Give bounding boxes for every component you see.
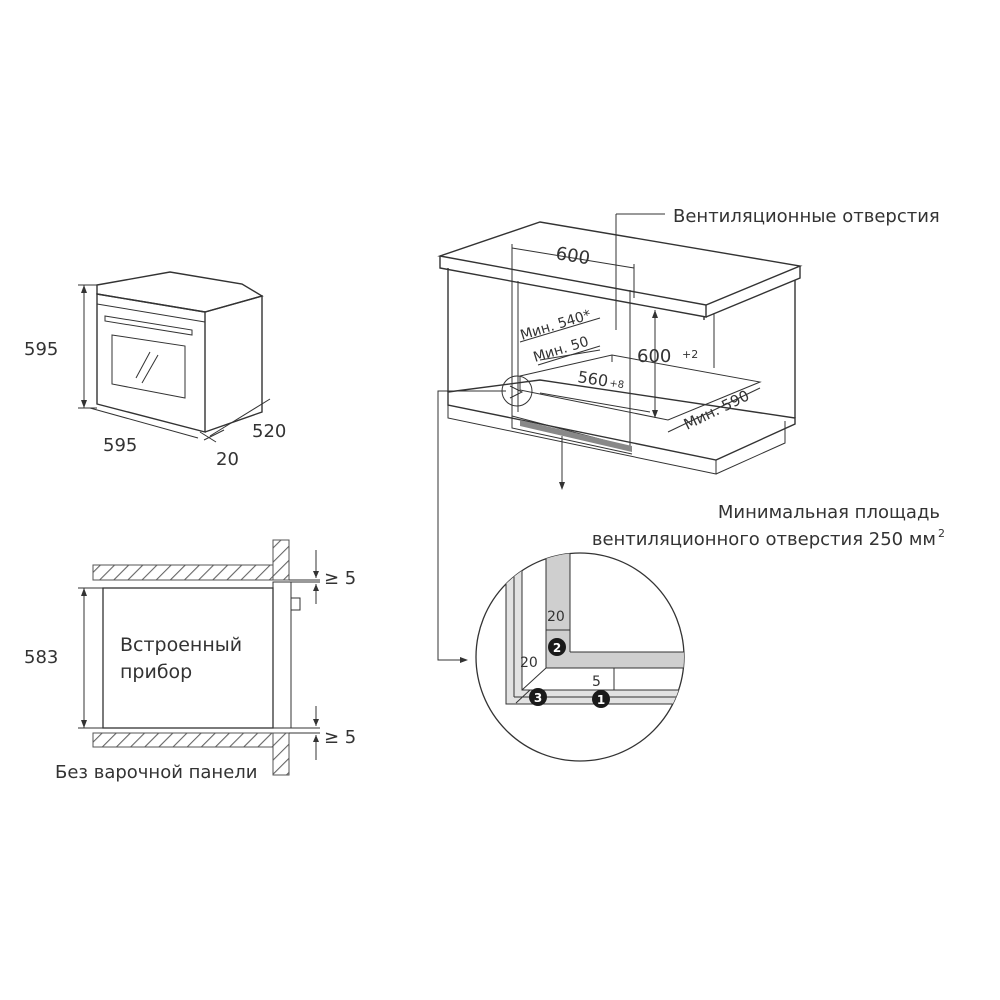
built-in-device: [102, 587, 274, 729]
cabinet-width-600-label: 600: [554, 243, 591, 269]
cabinet-height-600-label: 600: [637, 346, 671, 367]
marker-2: [548, 638, 566, 656]
device-label-line2: прибор: [120, 661, 192, 683]
marker-3-label: 3: [534, 691, 542, 705]
vent-openings-label: Вентиляционные отверстия: [673, 206, 940, 227]
niche: [511, 278, 631, 448]
marker-3: [529, 688, 547, 706]
vent-slot: [520, 420, 632, 452]
min-area-line1: Минимальная площадь: [718, 502, 940, 523]
oven-door-label: 20: [216, 449, 239, 470]
marker-1: [592, 690, 610, 708]
detail-view: [475, 552, 685, 762]
oven-depth-label: 520: [252, 421, 286, 442]
front-wall-top: [272, 539, 290, 581]
side-height-label: 583: [24, 647, 58, 668]
marker-2-label: 2: [553, 641, 561, 655]
oven-height-label: 595: [24, 339, 58, 360]
width-560-label: 560: [576, 367, 609, 391]
oven-top: [96, 271, 264, 313]
detail-dim-left: 20: [520, 655, 538, 671]
detail-dim-gap: 5: [592, 674, 601, 690]
gap-bottom-label: ≥ 5: [324, 727, 356, 748]
marker-1-label: 1: [597, 693, 605, 707]
countertop: [437, 221, 803, 306]
oven-window: [111, 334, 186, 399]
side-caption: Без варочной панели: [55, 762, 257, 783]
oven-width-label: 595: [103, 435, 137, 456]
gap-top-label: ≥ 5: [324, 568, 356, 589]
cabinet-3d-view: [437, 213, 803, 663]
side-section-view: [78, 539, 320, 776]
device-knob: [290, 597, 301, 611]
oven-side: [204, 295, 263, 433]
bottom-shelf: [92, 732, 274, 748]
oven-handle: [104, 315, 193, 336]
niche-shelf: [519, 354, 762, 421]
min-50-label: Мин. 50: [531, 334, 590, 366]
min-area-line2: вентиляционного отверстия 250 мм: [592, 529, 936, 550]
top-shelf: [92, 564, 274, 581]
cabinet-height-tolerance: +2: [682, 348, 698, 361]
detail-zoom-marker: [501, 375, 533, 407]
detail-dim-top: 20: [547, 609, 565, 625]
min-area-superscript: 2: [938, 527, 945, 540]
device-label-line1: Встроенный: [120, 634, 242, 656]
width-560-tolerance: +8: [609, 378, 625, 391]
front-wall-bottom: [272, 732, 290, 776]
oven-3d-view: [78, 271, 271, 443]
oven-front: [96, 293, 206, 433]
